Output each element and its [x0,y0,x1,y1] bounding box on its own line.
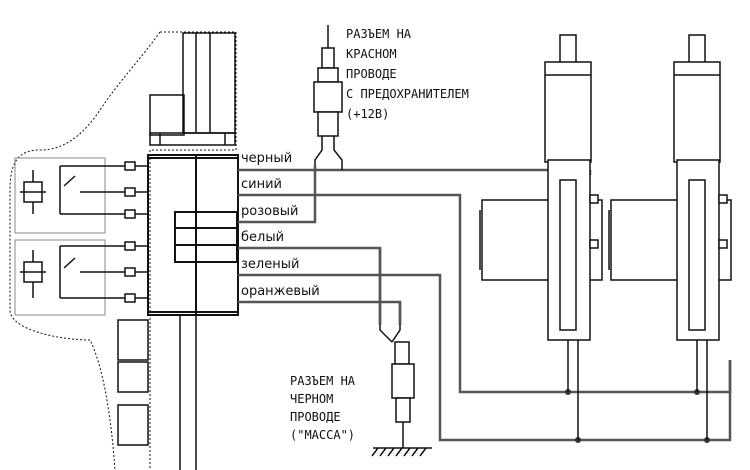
connector-pins [124,161,136,303]
black-wire-connector [379,325,415,448]
junction-dots [565,389,710,443]
wire-pink [238,165,317,224]
module-lower-blocks [117,315,197,470]
svg-text:ПРОВОДЕ: ПРОВОДЕ [346,67,397,81]
wire-label-orange: оранжевый [241,284,320,299]
wire-label-pink: розовый [241,204,298,219]
pin-leads [135,165,148,299]
door-lock-actuator-icon [479,34,603,341]
ground-icon [371,447,432,457]
svg-text:РАЗЪЕМ НА: РАЗЪЕМ НА [290,374,356,388]
door-lock-actuator-icon [608,34,732,341]
wire-label-green: зеленый [241,257,299,272]
svg-text:ЧЕРНОМ: ЧЕРНОМ [290,392,333,406]
module-top-block [149,32,236,146]
wire-label-blue: синий [241,177,282,192]
wire-label-white: белый [241,230,284,245]
svg-text:ПРОВОДЕ: ПРОВОДЕ [290,410,341,424]
relay-group-upper [14,157,125,234]
wire-label-black: черный [241,151,292,166]
red-wire-connector [313,25,343,170]
svg-text:("МАССА"): ("МАССА") [290,428,355,442]
red-connector-label: РАЗЪЕМ НА КРАСНОМ ПРОВОДЕ С ПРЕДОХРАНИТЕ… [346,27,469,121]
wire-orange [238,300,402,325]
svg-text:РАЗЪЕМ НА: РАЗЪЕМ НА [346,27,412,41]
relay-group-lower [14,239,125,316]
wire-connector-housing [147,154,239,316]
svg-text:КРАСНОМ: КРАСНОМ [346,47,397,61]
wire-lower-bus [378,248,402,325]
control-module-outline [9,31,237,470]
wire-green [238,273,442,280]
svg-text:С ПРЕДОХРАНИТЕЛЕМ: С ПРЕДОХРАНИТЕЛЕМ [346,87,469,101]
black-connector-label: РАЗЪЕМ НА ЧЕРНОМ ПРОВОДЕ ("МАССА") [290,374,356,442]
svg-text:(+12В): (+12В) [346,107,389,121]
actuator-lead-wires [567,340,708,440]
wire-ground-bus [438,280,732,442]
harness-wires [238,165,732,442]
